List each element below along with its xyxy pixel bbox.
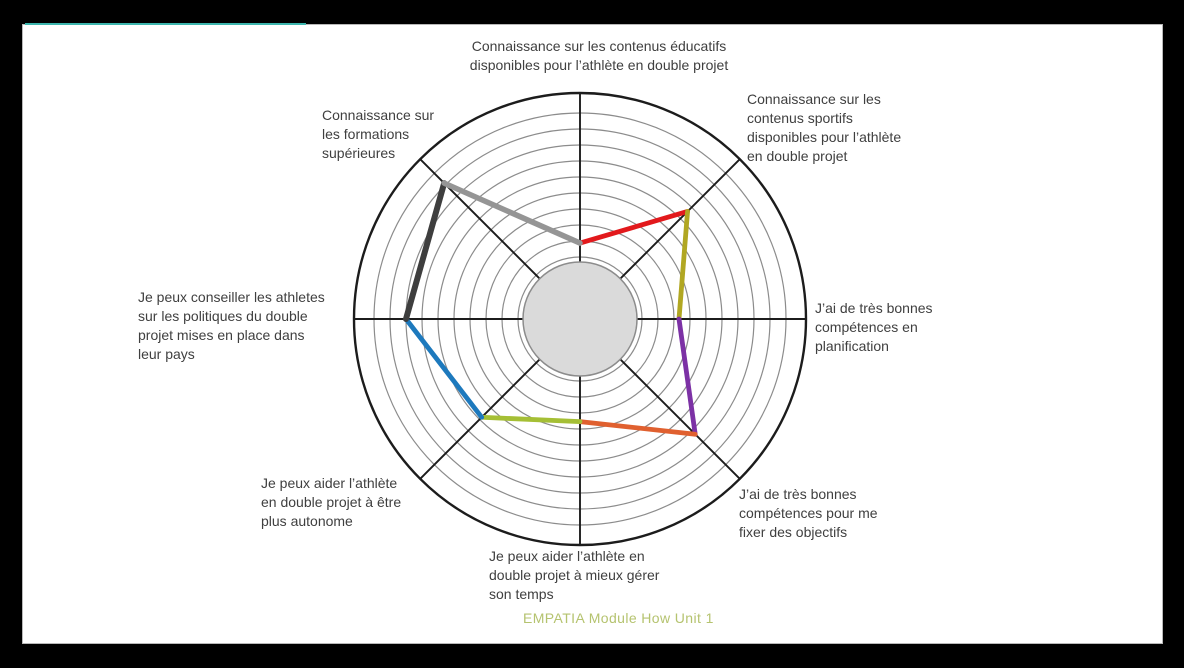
axis-label-gerer-temps: Je peux aider l’athlète en double projet… [489, 548, 660, 602]
value-segment-politiques-pays [402, 180, 448, 322]
footer-caption: EMPATIA Module How Unit 1 [523, 610, 714, 626]
value-segment-fixer-objectifs [577, 419, 698, 437]
spoke-contenus-sportifs [619, 158, 741, 280]
value-segment-contenus-educatifs [577, 209, 690, 246]
value-segment-planification [676, 316, 698, 437]
value-segment-autonome [403, 316, 485, 420]
accent-line [25, 23, 306, 25]
spoke-formations-superieures [419, 158, 541, 280]
value-segment-contenus-sportifs [676, 209, 690, 322]
spoke-autonome [419, 358, 541, 480]
axis-label-politiques-pays: Je peux conseiller les athletes sur les … [138, 289, 325, 362]
spoke-fixer-objectifs [619, 358, 741, 480]
axis-label-contenus-educatifs: Connaissance sur les contenus éducatifs … [469, 38, 729, 73]
axis-label-autonome: Je peux aider l’athlète en double projet… [261, 475, 402, 529]
axis-label-formations-superieures: Connaissance sur les formations supérieu… [322, 107, 435, 161]
axis-label-planification: J’ai de très bonnes compétences en plani… [815, 300, 933, 354]
axis-label-contenus-sportifs: Connaissance sur les contenus sportifs d… [747, 91, 902, 164]
hub-circle [522, 261, 638, 377]
value-segment-formations-superieures [441, 180, 583, 246]
outer-circle [352, 91, 808, 547]
value-segment-gerer-temps [479, 414, 583, 425]
axis-label-fixer-objectifs: J’ai de très bonnes compétences pour me … [739, 486, 878, 540]
